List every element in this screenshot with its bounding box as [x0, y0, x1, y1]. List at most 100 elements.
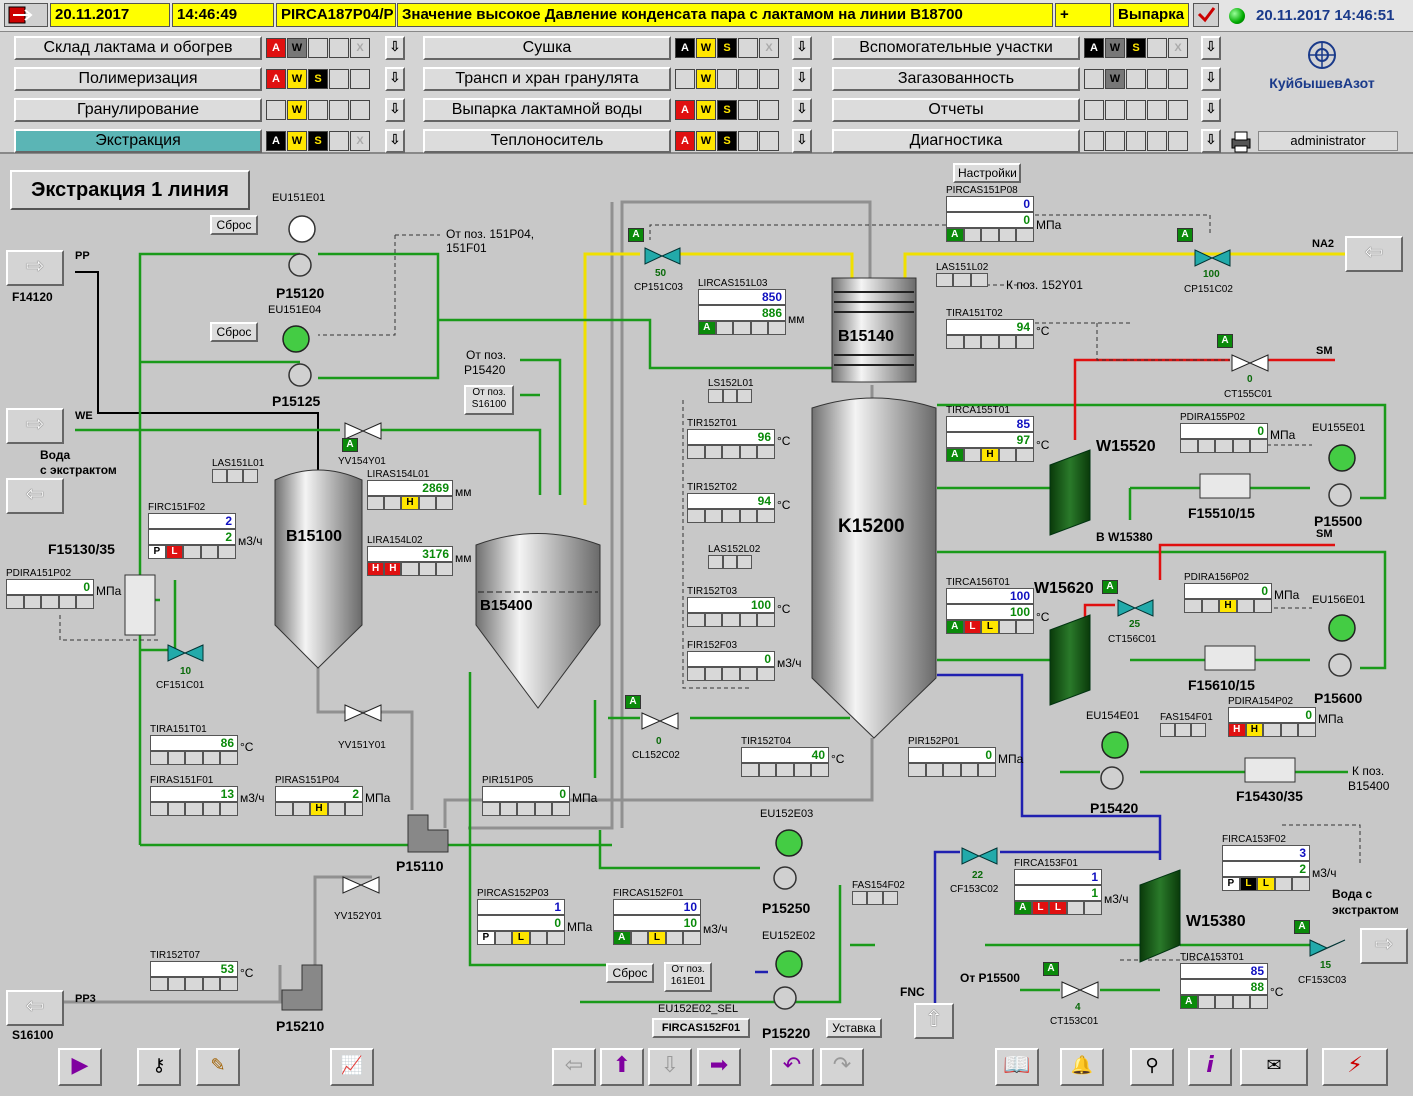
inst-piras151p04[interactable]: PIRAS151P04 2 H: [275, 775, 363, 816]
redo-button[interactable]: ↷: [820, 1048, 864, 1086]
inst-ls152l01[interactable]: LS152L01: [708, 378, 754, 403]
valve-cf153c02[interactable]: CF153C02: [950, 884, 999, 895]
play-button[interactable]: ▶: [58, 1048, 102, 1086]
nav-up-button[interactable]: ⬆: [600, 1048, 644, 1086]
sel-button[interactable]: FIRCAS152F01: [652, 1018, 750, 1038]
inst-pdira156p02[interactable]: PDIRA156P02 0 H: [1184, 572, 1272, 613]
open-area-button[interactable]: ⇩: [385, 98, 405, 122]
open-area-button[interactable]: ⇩: [385, 129, 405, 153]
outlet-extract-arrow[interactable]: ⇨: [1360, 928, 1408, 964]
printer-icon[interactable]: [1228, 129, 1254, 153]
inst-pircas151p08[interactable]: PIRCAS151P08 0 0 A: [946, 185, 1034, 242]
nav-extraction[interactable]: Экстракция: [14, 129, 262, 153]
alarm-log-icon[interactable]: [4, 3, 48, 27]
undo-button[interactable]: ↶: [770, 1048, 814, 1086]
reset-button-p15120[interactable]: Сброс: [210, 215, 258, 235]
setpoint-button[interactable]: Уставка: [826, 1018, 882, 1038]
valve-cp151c03[interactable]: CP151C03: [634, 282, 683, 293]
inst-tir152t02[interactable]: TIR152T02 94: [687, 482, 775, 523]
inst-tir152t07[interactable]: TIR152T07 53: [150, 950, 238, 991]
inst-tirca153t01[interactable]: TIRCA153T01 85 88 A: [1180, 952, 1268, 1009]
inlet-na2-arrow[interactable]: ⇦: [1345, 236, 1403, 272]
nav-evaporation[interactable]: Выпарка лактамной воды: [423, 98, 671, 122]
inst-firas151f01[interactable]: FIRAS151F01 13: [150, 775, 238, 816]
help-book-button[interactable]: 📖: [995, 1048, 1039, 1086]
nav-diagnostics[interactable]: Диагностика: [832, 129, 1080, 153]
open-area-button[interactable]: ⇩: [1201, 67, 1221, 91]
valve-cf153c03[interactable]: CF153C03: [1298, 975, 1347, 986]
info-button[interactable]: i: [1188, 1048, 1232, 1086]
inst-tir152t04[interactable]: TIR152T04 40: [741, 736, 829, 777]
open-area-button[interactable]: ⇩: [1201, 98, 1221, 122]
valve-cl152c02[interactable]: CL152C02: [632, 750, 680, 761]
inst-pir152p01[interactable]: PIR152P01 0: [908, 736, 996, 777]
inst-fas154f01[interactable]: FAS154F01: [1160, 712, 1213, 737]
valve-ct153c01[interactable]: CT153C01: [1050, 1016, 1099, 1027]
nav-warehouse[interactable]: Склад лактама и обогрев: [14, 36, 262, 60]
inst-fir152f03[interactable]: FIR152F03 0: [687, 640, 775, 681]
nav-gas[interactable]: Загазованность: [832, 67, 1080, 91]
overview-button[interactable]: ✉: [1240, 1048, 1308, 1086]
inst-las151l02[interactable]: LAS151L02: [936, 262, 988, 287]
inst-pdira155p02[interactable]: PDIRA155P02 0: [1180, 412, 1268, 453]
nav-polymerization[interactable]: Полимеризация: [14, 67, 262, 91]
inlet-fnc-arrow[interactable]: ⇧: [914, 1003, 954, 1039]
inst-liras154l01[interactable]: LIRAS154L01 2869 H: [367, 469, 454, 510]
open-area-button[interactable]: ⇩: [1201, 36, 1221, 60]
valve-cp151c02[interactable]: CP151C02: [1184, 284, 1233, 295]
exit-button[interactable]: ⚡: [1322, 1048, 1388, 1086]
nav-reports[interactable]: Отчеты: [832, 98, 1080, 122]
open-area-button[interactable]: ⇩: [1201, 129, 1221, 153]
script-button[interactable]: ✎: [196, 1048, 240, 1086]
binoculars-button[interactable]: ⚲: [1130, 1048, 1174, 1086]
nav-down-button[interactable]: ⇩: [648, 1048, 692, 1086]
nav-heat-carrier[interactable]: Теплоноситель: [423, 129, 671, 153]
inst-las151l01[interactable]: LAS151L01: [212, 458, 264, 483]
valve-yv151y01[interactable]: YV151Y01: [338, 740, 386, 751]
open-area-button[interactable]: ⇩: [792, 67, 812, 91]
inst-pir151p05[interactable]: PIR151P05 0: [482, 775, 570, 816]
inlet-we-arrow[interactable]: ⇨: [6, 408, 64, 444]
inst-las152l02[interactable]: LAS152L02: [708, 544, 760, 569]
nav-transport[interactable]: Трансп и хран гранулята: [423, 67, 671, 91]
open-area-button[interactable]: ⇩: [792, 36, 812, 60]
valve-ct156c01[interactable]: CT156C01: [1108, 634, 1157, 645]
outlet-pp3-arrow[interactable]: ⇦: [6, 990, 64, 1026]
valve-ct155c01[interactable]: CT155C01: [1224, 389, 1273, 400]
outlet-water-arrow[interactable]: ⇦: [6, 478, 64, 514]
nav-granulation[interactable]: Гранулирование: [14, 98, 262, 122]
open-area-button[interactable]: ⇩: [792, 98, 812, 122]
acknowledge-icon[interactable]: [1193, 3, 1219, 27]
nav-right-button[interactable]: ➡: [697, 1048, 741, 1086]
inst-lircas151l03[interactable]: LIRCAS151L03 850 886 A: [698, 278, 786, 335]
valve-cf151c01[interactable]: CF151C01: [156, 680, 205, 691]
open-area-button[interactable]: ⇩: [385, 36, 405, 60]
from-161e01-button[interactable]: От поз.161E01: [664, 962, 712, 992]
key-button[interactable]: ⚷: [137, 1048, 181, 1086]
valve-yv154y01[interactable]: YV154Y01: [338, 456, 386, 467]
inst-tira151t01[interactable]: TIRA151T01 86: [150, 724, 238, 765]
inst-pdira151p02[interactable]: PDIRA151P02 0: [6, 568, 94, 609]
inst-tir152t03[interactable]: TIR152T03 100: [687, 586, 775, 627]
settings-button[interactable]: Настройки: [953, 163, 1021, 183]
inst-fas154f02[interactable]: FAS154F02: [852, 880, 905, 905]
reset-button-p15220[interactable]: Сброс: [606, 963, 654, 983]
nav-auxiliary[interactable]: Вспомогательные участки: [832, 36, 1080, 60]
inst-tir152t01[interactable]: TIR152T01 96: [687, 418, 775, 459]
nav-drying[interactable]: Сушка: [423, 36, 671, 60]
reset-button-p15125[interactable]: Сброс: [210, 322, 258, 342]
trend-button[interactable]: 📈: [330, 1048, 374, 1086]
open-area-button[interactable]: ⇩: [385, 67, 405, 91]
nav-left-button[interactable]: ⇦: [552, 1048, 596, 1086]
inlet-f14120-arrow[interactable]: ⇨: [6, 250, 64, 286]
inst-tira151t02[interactable]: TIRA151T02 94: [946, 308, 1034, 349]
alarm-bell-button[interactable]: 🔔: [1060, 1048, 1104, 1086]
